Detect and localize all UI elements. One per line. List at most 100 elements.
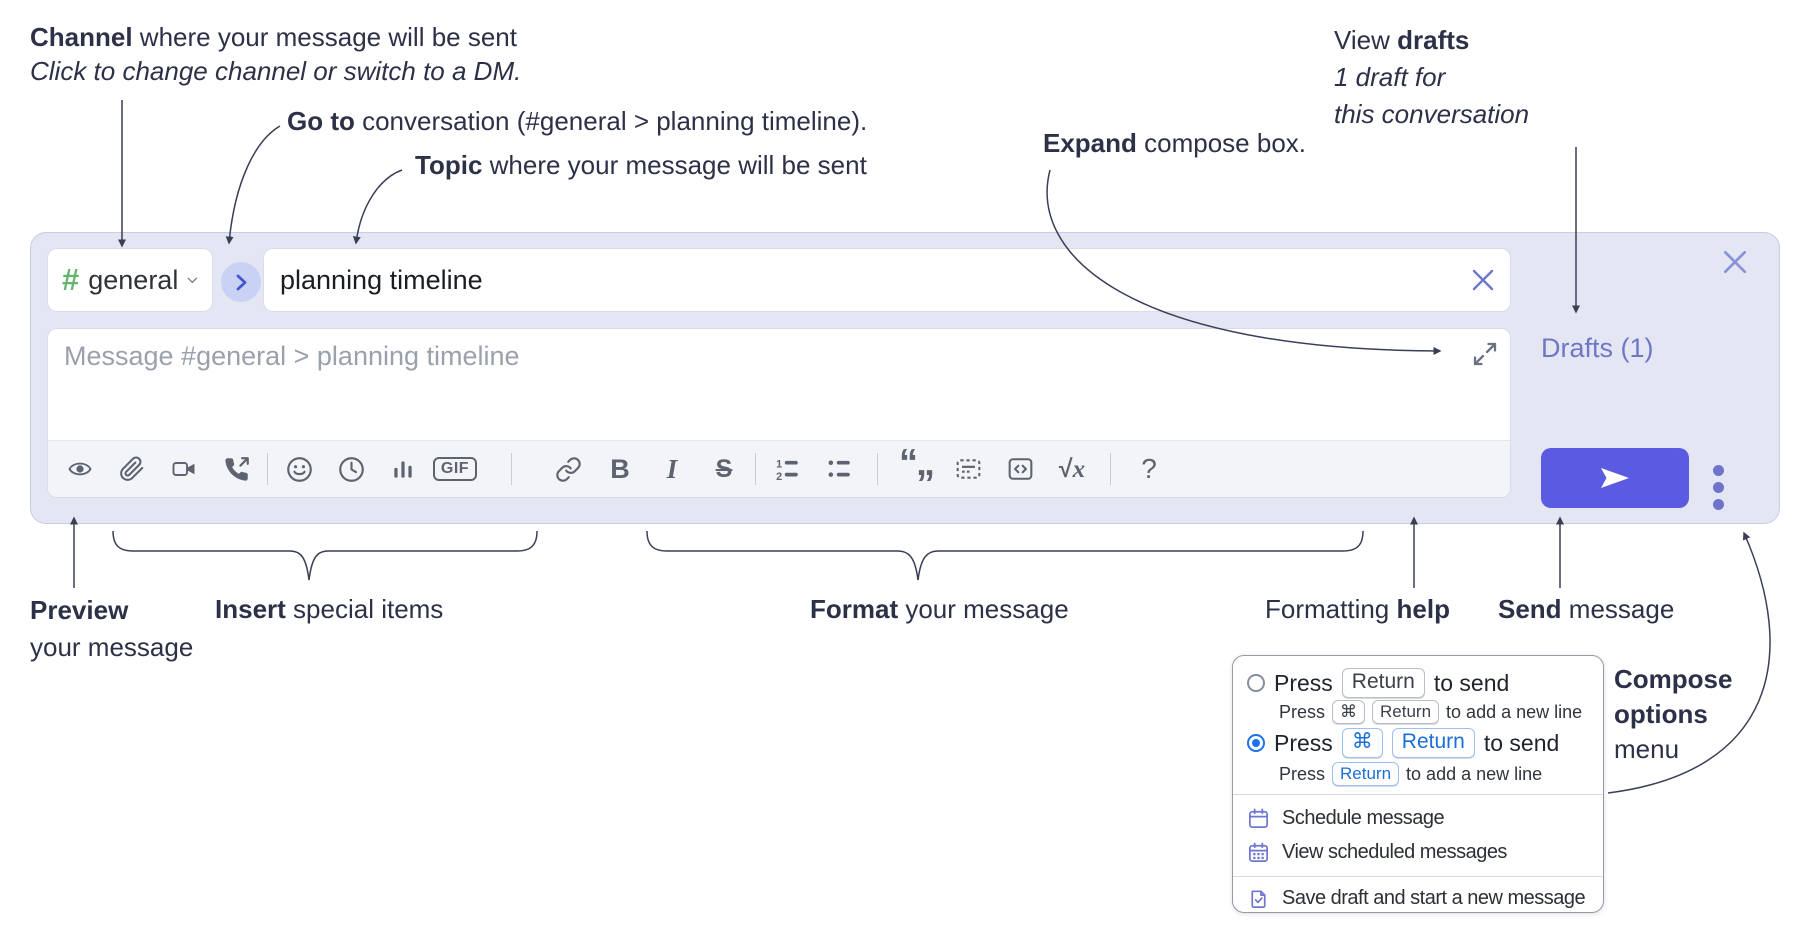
option-cmd-return-to-send[interactable]: Press ⌘ Return to send [1247,728,1559,759]
return-keycap: Return [1341,668,1425,699]
phone-outgoing-icon [224,456,249,481]
smiley-icon [286,456,312,482]
quote-icon: “„ [899,442,935,484]
channel-annotation: Channel where your message will be sent … [30,22,522,86]
eye-icon [68,462,92,476]
return-keycap: Return [1372,700,1440,725]
goto-annotation: Go to conversation (#general > planning … [287,106,868,136]
ellipsis-dot [1713,465,1724,476]
ellipsis-dot [1713,499,1724,510]
option-return-subtext: Press ⌘ Return to add a new line [1279,700,1582,725]
toolbar-divider [755,453,756,485]
format-annotation: Format your message [810,594,1069,624]
channel-annotation-bold: Channel [30,22,133,52]
compose-options-annotation: Compose options menu [1614,664,1733,764]
radio-unselected-icon[interactable] [1247,674,1265,693]
expand-annotation: Expand compose box. [1043,128,1307,158]
formatting-help-button[interactable]: ? [1141,453,1157,484]
save-draft-icon [1251,889,1266,908]
math-button[interactable]: √x [1046,448,1098,490]
drafts-link[interactable]: Drafts (1) [1541,333,1654,363]
link-icon [555,456,581,482]
svg-text:2: 2 [776,471,782,482]
cmd-keycap: ⌘ [1332,700,1366,725]
compose-panel: # general [30,232,1780,524]
option-return-to-send[interactable]: Press Return to send [1247,668,1509,699]
add-emoji-button[interactable] [273,448,325,490]
expand-compose-button[interactable] [1470,339,1500,369]
code-button[interactable] [994,448,1046,490]
numbered-list-icon: 1 2 [776,458,798,482]
spoiler-icon [956,459,980,479]
menu-item-schedule-message[interactable]: Schedule message [1247,802,1445,834]
radio-selected-icon[interactable] [1247,734,1265,753]
bulleted-list-icon [828,460,850,477]
drafts-annotation: View drafts 1 draft for this conversatio… [1334,25,1530,129]
chevron-down-icon [187,277,198,283]
compose-toolbar: GIF B I S 1 [48,440,1510,497]
add-global-time-button[interactable] [325,448,377,490]
code-icon [1008,458,1032,480]
preview-annotation: Preview your message [30,595,194,662]
message-compose-area: GIF B I S 1 [47,328,1511,498]
cmd-keycap: ⌘ [1341,728,1383,759]
ellipsis-dot [1713,482,1724,493]
compose-options-menu: Press Return to send Press ⌘ Return to a… [1232,655,1604,913]
calendar-grid-icon [1249,842,1268,862]
insert-link-button[interactable] [542,448,594,490]
send-annotation: Send message [1498,594,1675,624]
insert-annotation: Insert special items [215,594,444,624]
channel-selector[interactable]: # general [47,248,213,312]
audio-call-button[interactable] [210,448,262,490]
math-icon: √x [1058,454,1086,483]
close-icon [1472,269,1494,291]
send-plane-icon [1601,468,1629,488]
close-compose-button[interactable] [1719,246,1751,278]
menu-divider [1233,794,1603,795]
svg-text:1: 1 [776,458,782,470]
menu-item-view-scheduled-messages[interactable]: View scheduled messages [1247,836,1507,868]
topic-annotation: Topic where your message will be sent [415,150,867,180]
calendar-icon [1249,808,1268,828]
close-icon [1723,250,1747,274]
bulleted-list-button[interactable] [813,448,865,490]
send-button[interactable] [1541,448,1689,508]
preview-message-button[interactable] [54,448,106,490]
add-gif-button[interactable]: GIF [429,448,481,490]
formatting-help-annotation: Formatting help [1265,594,1450,624]
add-poll-button[interactable] [377,448,429,490]
video-camera-icon [172,462,195,476]
clock-icon [338,456,364,482]
clear-topic-button[interactable] [1468,265,1498,295]
menu-divider [1233,876,1603,877]
attach-file-button[interactable] [106,448,158,490]
video-call-button[interactable] [158,448,210,490]
strikethrough-button[interactable]: S [715,454,733,483]
toolbar-divider [511,453,512,485]
return-keycap: Return [1332,762,1400,787]
toolbar-divider [267,453,268,485]
italic-button[interactable]: I [666,453,678,484]
compose-options-menu-button[interactable] [1709,461,1728,514]
menu-item-save-draft[interactable]: Save draft and start a new message [1247,882,1586,914]
option-cmd-return-subtext: Press Return to add a new line [1279,762,1542,787]
message-textarea[interactable] [48,329,1510,441]
numbered-list-button[interactable]: 1 2 [761,448,813,490]
topic-input[interactable] [264,264,1468,296]
return-keycap: Return [1391,728,1475,759]
channel-hash-icon: # [62,261,80,297]
channel-name: general [88,264,179,295]
spoiler-button[interactable] [942,448,994,490]
toolbar-divider [1110,453,1111,485]
gif-icon: GIF [432,457,478,481]
bold-button[interactable]: B [610,453,630,484]
toolbar-divider [877,453,878,485]
goto-conversation-button[interactable] [221,262,261,302]
quote-button[interactable]: “„ [890,442,942,484]
expand-diagonal-icon [1473,342,1497,366]
chevron-right-icon [236,274,247,290]
topic-input-box [263,248,1511,312]
bar-chart-icon [394,461,412,478]
paperclip-icon [120,456,144,481]
